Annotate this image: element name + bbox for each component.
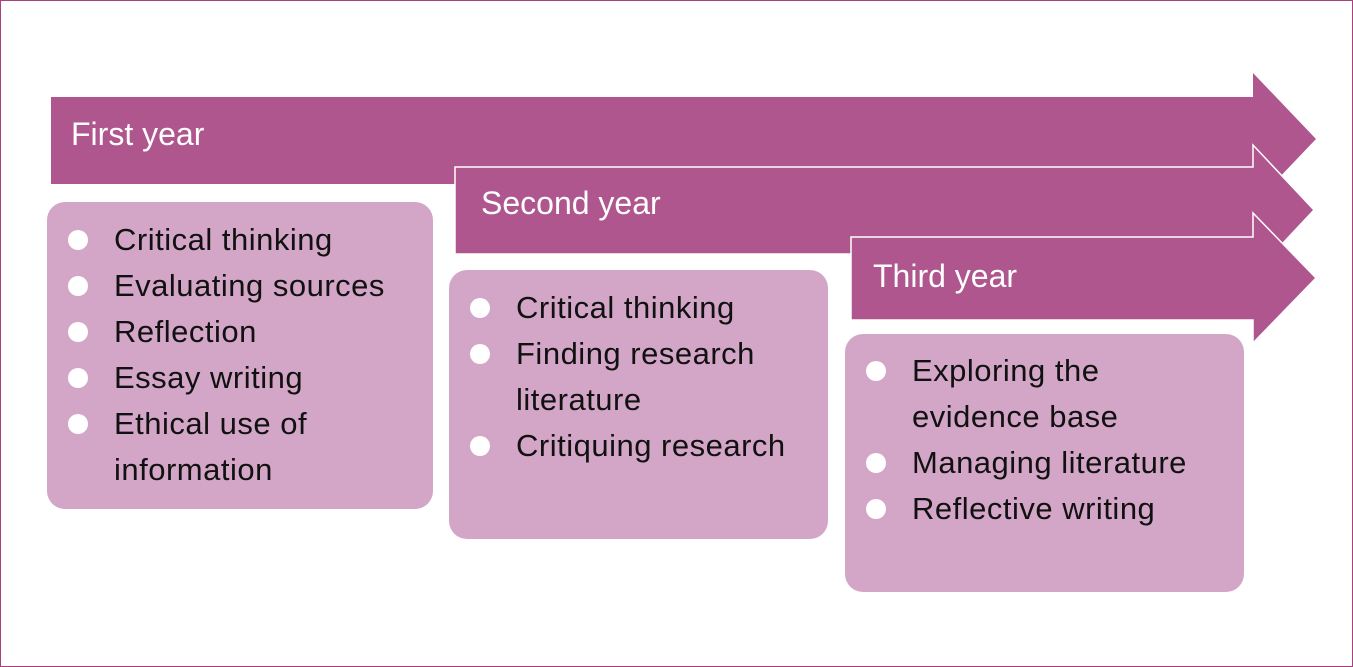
skill-label: Reflection [114,314,257,349]
third-year-label: Third year [873,258,1018,294]
skill-label: Evaluating sources [114,268,385,303]
second-year-skills-box: Critical thinking Finding research liter… [449,270,828,539]
second-year-label: Second year [481,185,661,221]
skill-label: Managing literature [912,445,1187,480]
bullet-icon [68,276,88,296]
list-item: Critiquing research [449,423,828,469]
bullet-icon [68,322,88,342]
first-year-label: First year [71,116,205,152]
list-item: Essay writing [47,355,433,401]
list-item: Critical thinking [449,285,828,331]
skill-label: Critical thinking [516,290,735,325]
skill-label: Critical thinking [114,222,333,257]
skill-label: Finding research literature [516,336,755,417]
list-item: Reflective writing [845,486,1244,532]
bullet-icon [68,414,88,434]
list-item: Critical thinking [47,217,433,263]
list-item: Finding research literature [449,331,828,423]
list-item: Evaluating sources [47,263,433,309]
bullet-icon [470,344,490,364]
skill-label: Critiquing research [516,428,786,463]
list-item: Managing literature [845,440,1244,486]
third-year-skills-box: Exploring the evidence base Managing lit… [845,334,1244,592]
list-item: Reflection [47,309,433,355]
list-item: Ethical use of information [47,401,433,493]
bullet-icon [866,499,886,519]
first-year-skills-box: Critical thinking Evaluating sources Ref… [47,202,433,509]
bullet-icon [866,361,886,381]
skill-label: Exploring the evidence base [912,353,1119,434]
bullet-icon [68,230,88,250]
third-year-arrow [850,211,1318,345]
bullet-icon [866,453,886,473]
skill-label: Essay writing [114,360,304,395]
bullet-icon [470,298,490,318]
skill-label: Ethical use of information [114,406,308,487]
bullet-icon [470,436,490,456]
skill-label: Reflective writing [912,491,1156,526]
list-item: Exploring the evidence base [845,348,1244,440]
bullet-icon [68,368,88,388]
